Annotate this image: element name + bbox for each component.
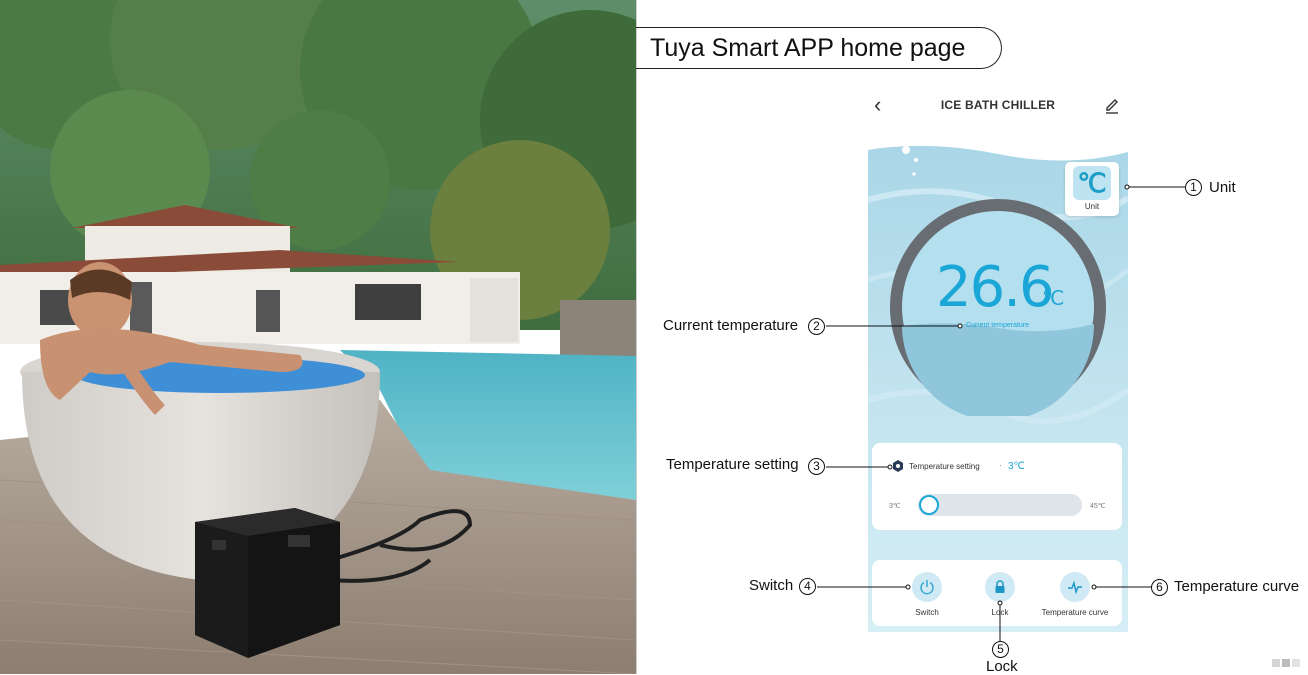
switch-button[interactable] [912,572,942,602]
edit-pencil-icon[interactable] [1104,96,1120,114]
lock-icon [995,580,1005,593]
current-temperature-value: 26.6 [936,255,1055,320]
pulse-curve-icon [1068,580,1082,595]
product-photo [0,0,636,674]
panel-divider [636,0,637,674]
unit-label: Unit [1084,202,1100,211]
callout-lock: Lock [986,658,1018,675]
temperature-setting-value: 3℃ [1008,461,1025,472]
slider-max-label: 45℃ [1090,503,1106,510]
slider-handle[interactable] [919,495,939,515]
callout-number-2: 2 [808,318,825,335]
lock-button[interactable] [985,572,1015,602]
power-icon [920,580,934,595]
callout-number-1: 1 [1185,179,1202,196]
switch-label: Switch [915,608,939,617]
callout-temperature-curve: Temperature curve [1174,578,1300,595]
back-chevron-icon[interactable]: ‹ [874,92,882,117]
callout-temperature-setting: Temperature setting [666,456,799,473]
temperature-curve-label: Temperature curve [1041,608,1109,617]
temperature-setting-separator: · [999,461,1002,470]
current-temperature-unit: ℃ [1042,288,1065,310]
callout-number-6: 6 [1151,579,1168,596]
callout-number-5: 5 [992,641,1009,658]
ice-bath-scene-illustration [0,0,636,674]
temperature-slider[interactable] [918,494,1082,516]
current-temperature-caption: Current temperature [966,322,1030,329]
slider-min-label: 3℃ [889,503,901,510]
temperature-dial [890,199,1106,416]
page-heading: Tuya Smart APP home page [636,27,1002,69]
callout-unit: Unit [1209,179,1236,196]
callout-number-3: 3 [808,458,825,475]
callout-switch: Switch [749,577,794,594]
settings-gear-icon [893,460,903,472]
callout-current-temperature: Current temperature [663,317,799,334]
celsius-icon: ℃ [1073,166,1111,200]
app-title: ICE BATH CHILLER [940,98,1056,112]
unit-button[interactable]: ℃ Unit [1065,162,1119,216]
callout-number-4: 4 [799,578,816,595]
temperature-setting-card [872,443,1122,530]
temperature-setting-label: Temperature setting [909,462,980,471]
temperature-curve-button[interactable] [1060,572,1090,602]
watermark-blocks [1272,659,1300,667]
